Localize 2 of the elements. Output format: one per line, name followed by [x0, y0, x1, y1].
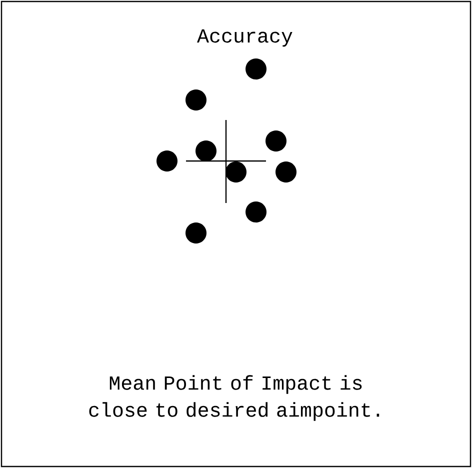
title: Accuracy: [197, 29, 292, 47]
caption: Mean Point of Impact is close to desired aimpoint.: [89, 375, 380, 421]
